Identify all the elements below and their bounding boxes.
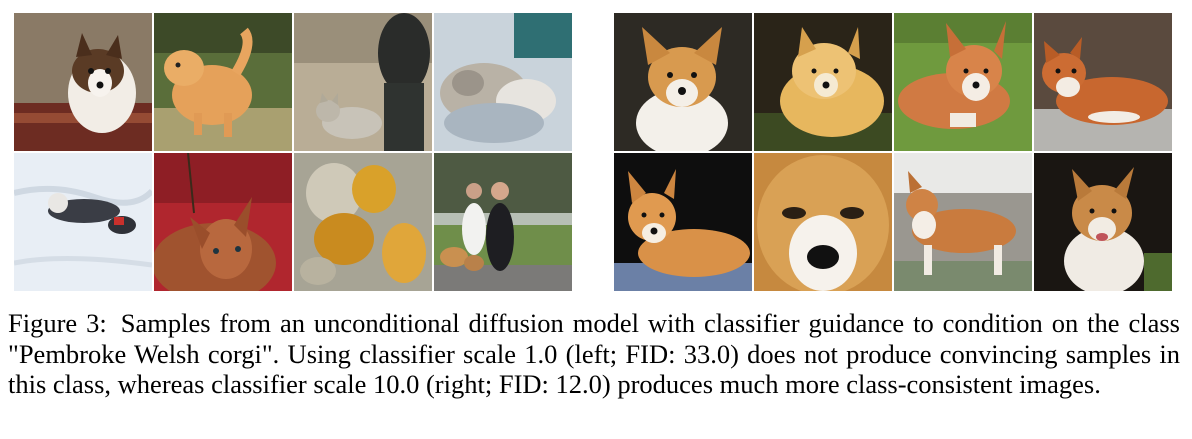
corgi-photo-icon (1034, 153, 1172, 291)
sample-image (434, 13, 572, 151)
people-with-dogs-photo-icon (434, 153, 572, 291)
sample-image (894, 153, 1032, 291)
sample-image (1034, 153, 1172, 291)
left-sample-grid (14, 13, 572, 291)
right-sample-grid (614, 13, 1172, 291)
sample-image (614, 13, 752, 151)
brown-dog-photo-icon (154, 153, 292, 291)
sample-image (14, 13, 152, 151)
sample-image (154, 153, 292, 291)
figure-label: Figure 3: (8, 308, 107, 338)
corgi-photo-icon (614, 153, 752, 291)
caption-text: Samples from an unconditional diffusion … (8, 308, 1180, 399)
sample-image (894, 13, 1032, 151)
cat-photo-icon (294, 13, 432, 151)
corgi-photo-icon (894, 153, 1032, 291)
corgi-photo-icon (14, 13, 152, 151)
sample-image (754, 153, 892, 291)
figure-caption: Figure 3:Samples from an unconditional d… (8, 308, 1180, 400)
sample-image (294, 13, 432, 151)
cats-photo-icon (434, 13, 572, 151)
corgi-face-photo-icon (754, 153, 892, 291)
corgi-photo-icon (754, 13, 892, 151)
sample-image (14, 153, 152, 291)
corgi-photo-icon (614, 13, 752, 151)
abstract-photo-icon (294, 153, 432, 291)
sample-image (754, 13, 892, 151)
sample-image (294, 153, 432, 291)
fluffy-dog-photo-icon (154, 13, 292, 151)
sample-image (1034, 13, 1172, 151)
sample-image (614, 153, 752, 291)
dog-in-snow-photo-icon (14, 153, 152, 291)
corgi-photo-icon (894, 13, 1032, 151)
sample-image (154, 13, 292, 151)
corgi-photo-icon (1034, 13, 1172, 151)
sample-image (434, 153, 572, 291)
